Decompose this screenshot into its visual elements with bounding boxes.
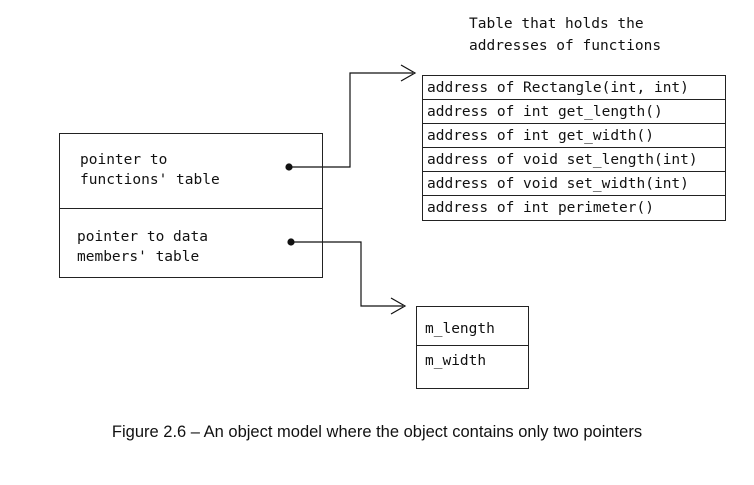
data-pointer-arrowhead [390,297,407,315]
functions-pointer-arrowhead [400,64,417,82]
data-pointer-label: pointer to data members' table [77,227,208,267]
data-member-length: m_length [425,321,495,337]
object-box: pointer to functions' table pointer to da… [59,133,323,278]
function-table-row: address of void set_width(int) [423,172,725,196]
functions-pointer-arrow-line [289,72,413,168]
function-table-row: address of int get_length() [423,100,725,124]
function-table-row: address of int perimeter() [427,200,654,216]
data-pointer-arrow-line [291,241,403,307]
data-pointer-cell: pointer to data members' table [60,209,322,277]
function-table-caption-line-1: Table that holds the [469,16,644,32]
data-table-divider [417,345,528,346]
function-table-caption: Table that holds the addresses of functio… [469,13,661,57]
function-table-row: address of void set_length(int) [423,148,725,172]
functions-pointer-label: pointer to functions' table [80,150,220,190]
function-address-table: address of Rectangle(int, int) address o… [422,75,726,221]
function-table-caption-line-2: addresses of functions [469,38,662,54]
data-pointer-label-line-2: members' table [77,249,200,265]
function-table-row: address of Rectangle(int, int) [423,76,725,100]
data-pointer-label-line-1: pointer to data [77,229,208,245]
data-member-width: m_width [425,353,487,369]
functions-pointer-label-line-2: functions' table [80,172,220,188]
figure-caption: Figure 2.6 – An object model where the o… [111,423,643,441]
data-members-table: m_length m_width [416,306,529,389]
functions-pointer-cell: pointer to functions' table [60,134,322,209]
function-table-row: address of int get_width() [423,124,725,148]
functions-pointer-label-line-1: pointer to [80,152,168,168]
